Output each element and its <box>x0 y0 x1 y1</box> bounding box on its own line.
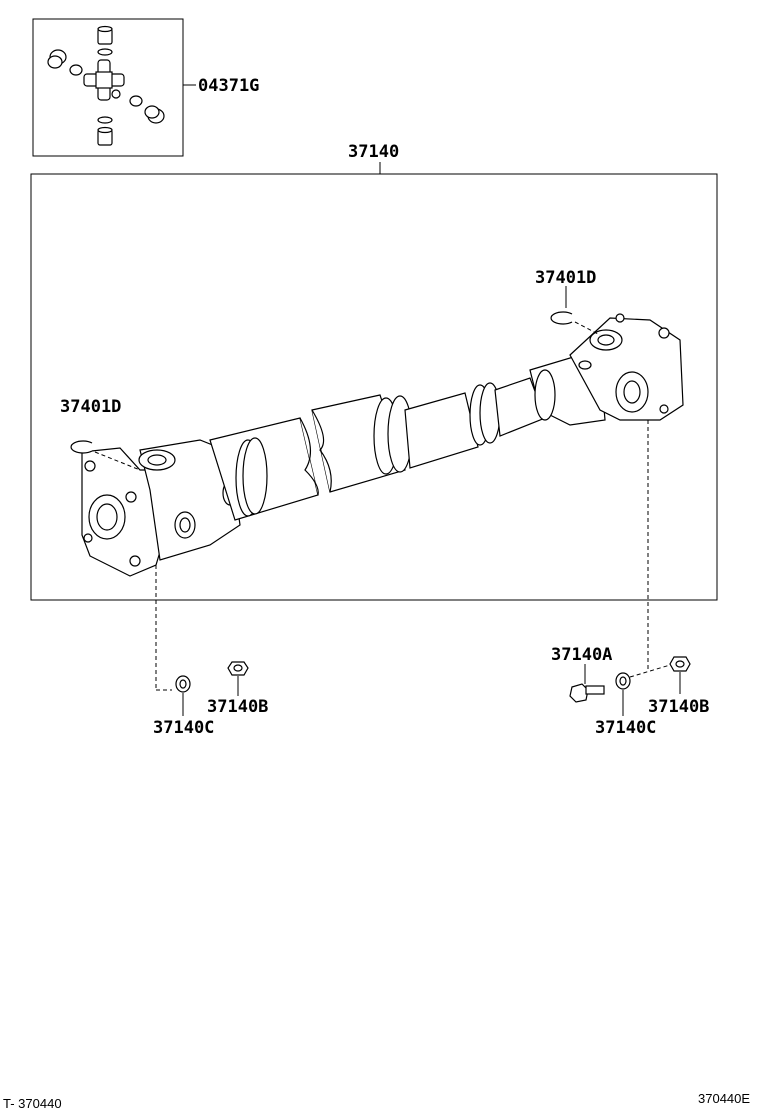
bolt-icon <box>569 683 605 703</box>
propeller-shaft-assembly: 37140 <box>30 142 718 601</box>
label-37401d-front: 37401D <box>60 397 121 417</box>
label-04371g: 04371G <box>198 76 259 96</box>
nut-icon <box>227 661 249 676</box>
footer-left-code: T- 370440 <box>3 1096 62 1111</box>
label-37140b-front: 37140B <box>207 697 268 717</box>
rear-flange-yoke-icon <box>529 313 684 426</box>
shaft-tube-front-icon <box>209 417 319 521</box>
snap-ring-front-icon <box>70 440 141 471</box>
footer-right-code: 370440E <box>698 1091 750 1106</box>
shaft-tube-middle-icon <box>311 377 546 493</box>
snap-ring-rear-icon <box>550 286 601 336</box>
washer-icon <box>175 675 191 693</box>
bearing-cap-icon <box>47 25 165 146</box>
label-37140c-rear: 37140C <box>595 718 656 738</box>
spider-cross-icon <box>83 59 125 101</box>
spider-kit-inset: 04371G <box>32 18 259 157</box>
rear-hardware: 37140A 37140C 37140B <box>551 420 709 738</box>
label-37140: 37140 <box>348 142 399 162</box>
label-37140a-rear: 37140A <box>551 645 612 665</box>
washer-icon <box>615 672 631 690</box>
label-37140c-front: 37140C <box>153 718 214 738</box>
front-hardware: 37140C 37140B <box>153 565 268 738</box>
front-flange-yoke-icon <box>81 439 241 577</box>
label-37401d-rear: 37401D <box>535 268 596 288</box>
nut-icon <box>669 656 691 672</box>
label-37140b-rear: 37140B <box>648 697 709 717</box>
